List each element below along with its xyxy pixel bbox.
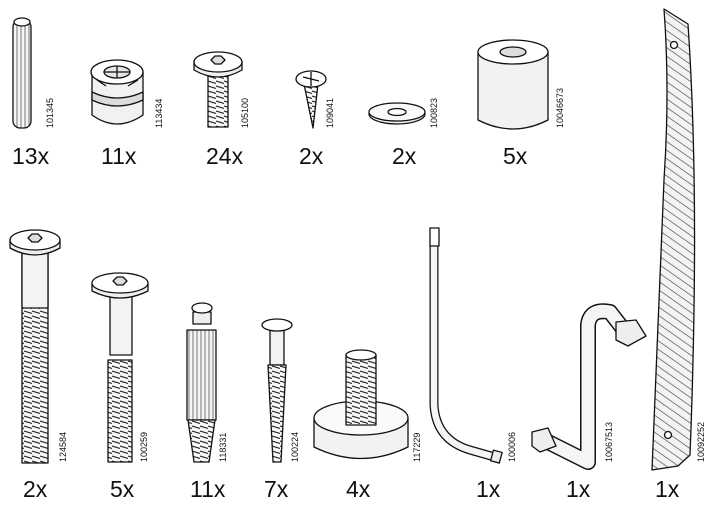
part-number: 100224	[290, 431, 300, 462]
part-number: 10092252	[696, 421, 706, 462]
quantity-label: 2x	[299, 143, 324, 169]
part-number: 109041	[325, 97, 335, 128]
part-number: 100006	[507, 431, 517, 462]
part-number: 105100	[240, 97, 250, 128]
part-number: 113434	[154, 98, 164, 128]
part-number: 118331	[218, 432, 228, 462]
quantity-label: 1x	[655, 476, 680, 502]
part-number: 100259	[139, 431, 149, 462]
adjustable-foot-drawing	[313, 349, 409, 460]
part-number: 10046673	[555, 87, 565, 128]
quantity-label: 7x	[264, 476, 289, 502]
quantity-label: 2x	[23, 476, 48, 502]
crank-wrench-drawing	[531, 303, 647, 470]
quantity-label: 4x	[346, 476, 371, 502]
quantity-label: 5x	[110, 476, 135, 502]
part-number: 10067513	[604, 421, 614, 462]
wood-screw-drawing	[295, 70, 327, 129]
quantity-label: 1x	[476, 476, 501, 502]
cam-lock-drawing	[90, 59, 144, 125]
long-bolt-drawing	[9, 229, 61, 464]
spacer-drawing	[477, 39, 549, 130]
quantity-label: 13x	[12, 143, 50, 169]
quantity-label: 24x	[206, 143, 244, 169]
short-bolt-drawing	[193, 51, 243, 128]
quantity-label: 5x	[503, 143, 528, 169]
quantity-label: 2x	[392, 143, 417, 169]
quantity-label: 1x	[566, 476, 591, 502]
washer-drawing	[368, 102, 426, 125]
quantity-label: 11x	[101, 143, 137, 169]
confirmat-screw-drawing	[261, 318, 293, 463]
part-number: 117229	[412, 432, 422, 462]
part-number: 101345	[45, 97, 55, 128]
dowel-drawing	[12, 17, 32, 129]
wooden-strap-drawing	[651, 8, 696, 471]
cam-dowel-drawing	[186, 302, 217, 463]
quantity-label: 11x	[190, 476, 226, 502]
part-number: 100823	[429, 97, 439, 128]
part-number: 124584	[58, 431, 68, 462]
shoulder-bolt-drawing	[91, 272, 149, 463]
allen-key-drawing	[429, 227, 503, 464]
